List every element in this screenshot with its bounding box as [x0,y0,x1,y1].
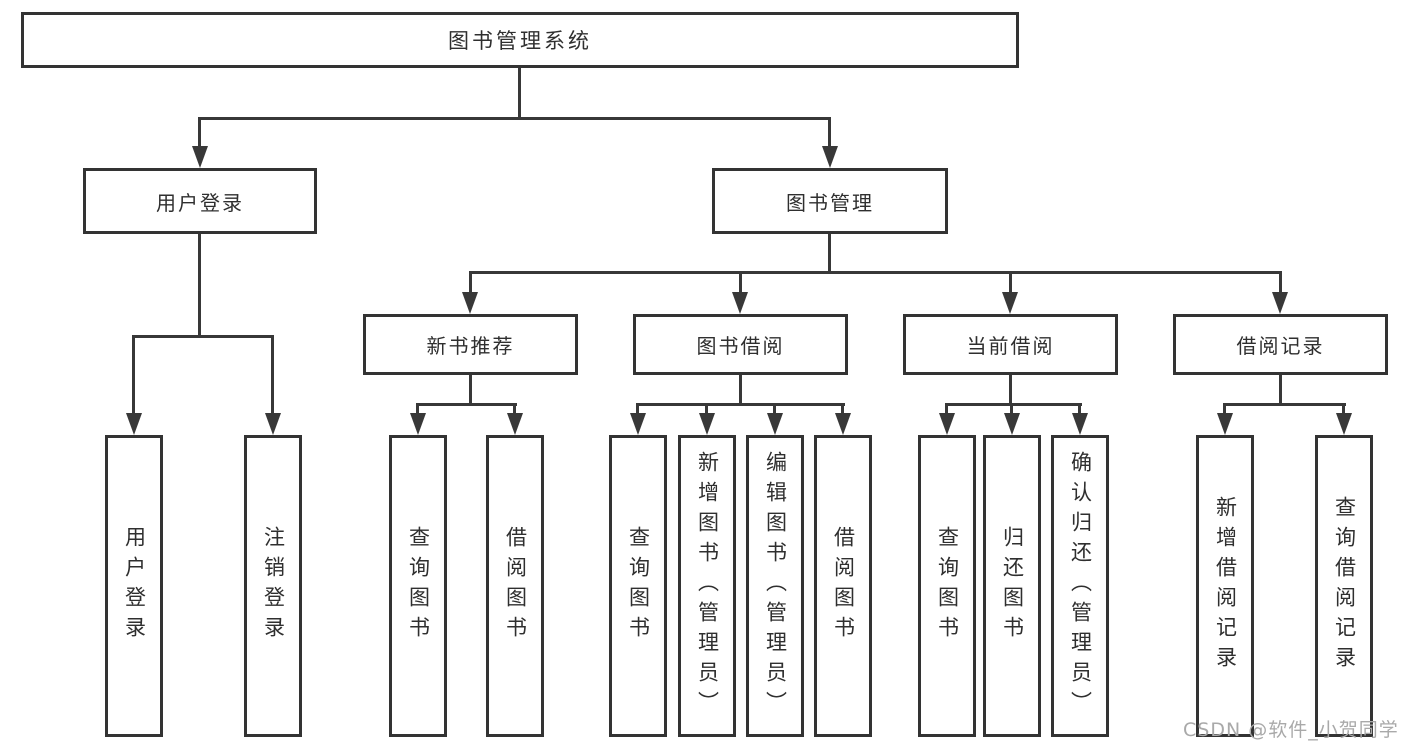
connector-line [945,403,948,416]
connector-line [198,117,201,149]
leaf-return-books: 归还图书 [983,435,1041,737]
csdn-watermark: CSDN @软件_小贺同学 [1183,719,1399,741]
connector-line [1223,403,1346,406]
arrow-down-icon [410,413,426,435]
arrow-down-icon [1072,413,1088,435]
arrow-down-icon [462,292,478,314]
connector-line [1010,403,1013,416]
arrow-down-icon [939,413,955,435]
node-current-borrowing: 当前借阅 [903,314,1118,375]
leaf-add-book-admin: 新增图书（管理员） [678,435,736,737]
connector-line [469,375,472,406]
connector-line [828,117,831,149]
connector-line [828,233,831,274]
arrow-down-icon [1336,413,1352,435]
connector-line [1279,271,1282,295]
arrow-down-icon [265,413,281,435]
leaf-borrow-books-recommend: 借阅图书 [486,435,544,737]
leaf-query-books-current: 查询图书 [918,435,976,737]
arrow-down-icon [126,413,142,435]
connector-line [198,233,201,337]
node-library-management-system: 图书管理系统 [21,12,1019,68]
connector-line [518,68,521,119]
connector-line [636,403,845,406]
connector-line [198,117,831,120]
arrow-down-icon [1004,413,1020,435]
node-borrowing-records: 借阅记录 [1173,314,1388,375]
arrow-down-icon [699,413,715,435]
arrow-down-icon [1272,292,1288,314]
arrow-down-icon [835,413,851,435]
connector-line [1078,403,1081,416]
connector-line [271,335,274,416]
connector-line [773,403,776,416]
connector-line [469,271,472,295]
connector-line [739,375,742,406]
connector-line [416,403,419,416]
arrow-down-icon [1002,292,1018,314]
leaf-user-login: 用户登录 [105,435,163,737]
leaf-logout: 注销登录 [244,435,302,737]
arrow-down-icon [507,413,523,435]
leaf-edit-book-admin: 编辑图书（管理员） [746,435,804,737]
arrow-down-icon [822,146,838,168]
arrow-down-icon [192,146,208,168]
connector-line [469,271,1282,274]
connector-line [416,403,517,406]
leaf-borrow-books: 借阅图书 [814,435,872,737]
connector-line [132,335,274,338]
connector-line [1342,403,1345,416]
connector-line [1009,271,1012,295]
leaf-confirm-return-admin: 确认归还（管理员） [1051,435,1109,737]
connector-line [1009,375,1012,406]
node-book-management: 图书管理 [712,168,948,234]
node-user-login: 用户登录 [83,168,317,234]
leaf-query-books-recommend: 查询图书 [389,435,447,737]
connector-line [636,403,639,416]
node-book-borrowing: 图书借阅 [633,314,848,375]
node-new-book-recommendation: 新书推荐 [363,314,578,375]
connector-line [513,403,516,416]
connector-line [841,403,844,416]
leaf-query-borrow-record: 查询借阅记录 [1315,435,1373,737]
connector-line [1223,403,1226,416]
connector-line [1279,375,1282,406]
leaf-add-borrow-record: 新增借阅记录 [1196,435,1254,737]
arrow-down-icon [630,413,646,435]
arrow-down-icon [767,413,783,435]
connector-line [739,271,742,295]
arrow-down-icon [1217,413,1233,435]
connector-line [132,335,135,416]
connector-line [705,403,708,416]
leaf-query-books-borrowing: 查询图书 [609,435,667,737]
connector-line [945,403,1082,406]
arrow-down-icon [732,292,748,314]
